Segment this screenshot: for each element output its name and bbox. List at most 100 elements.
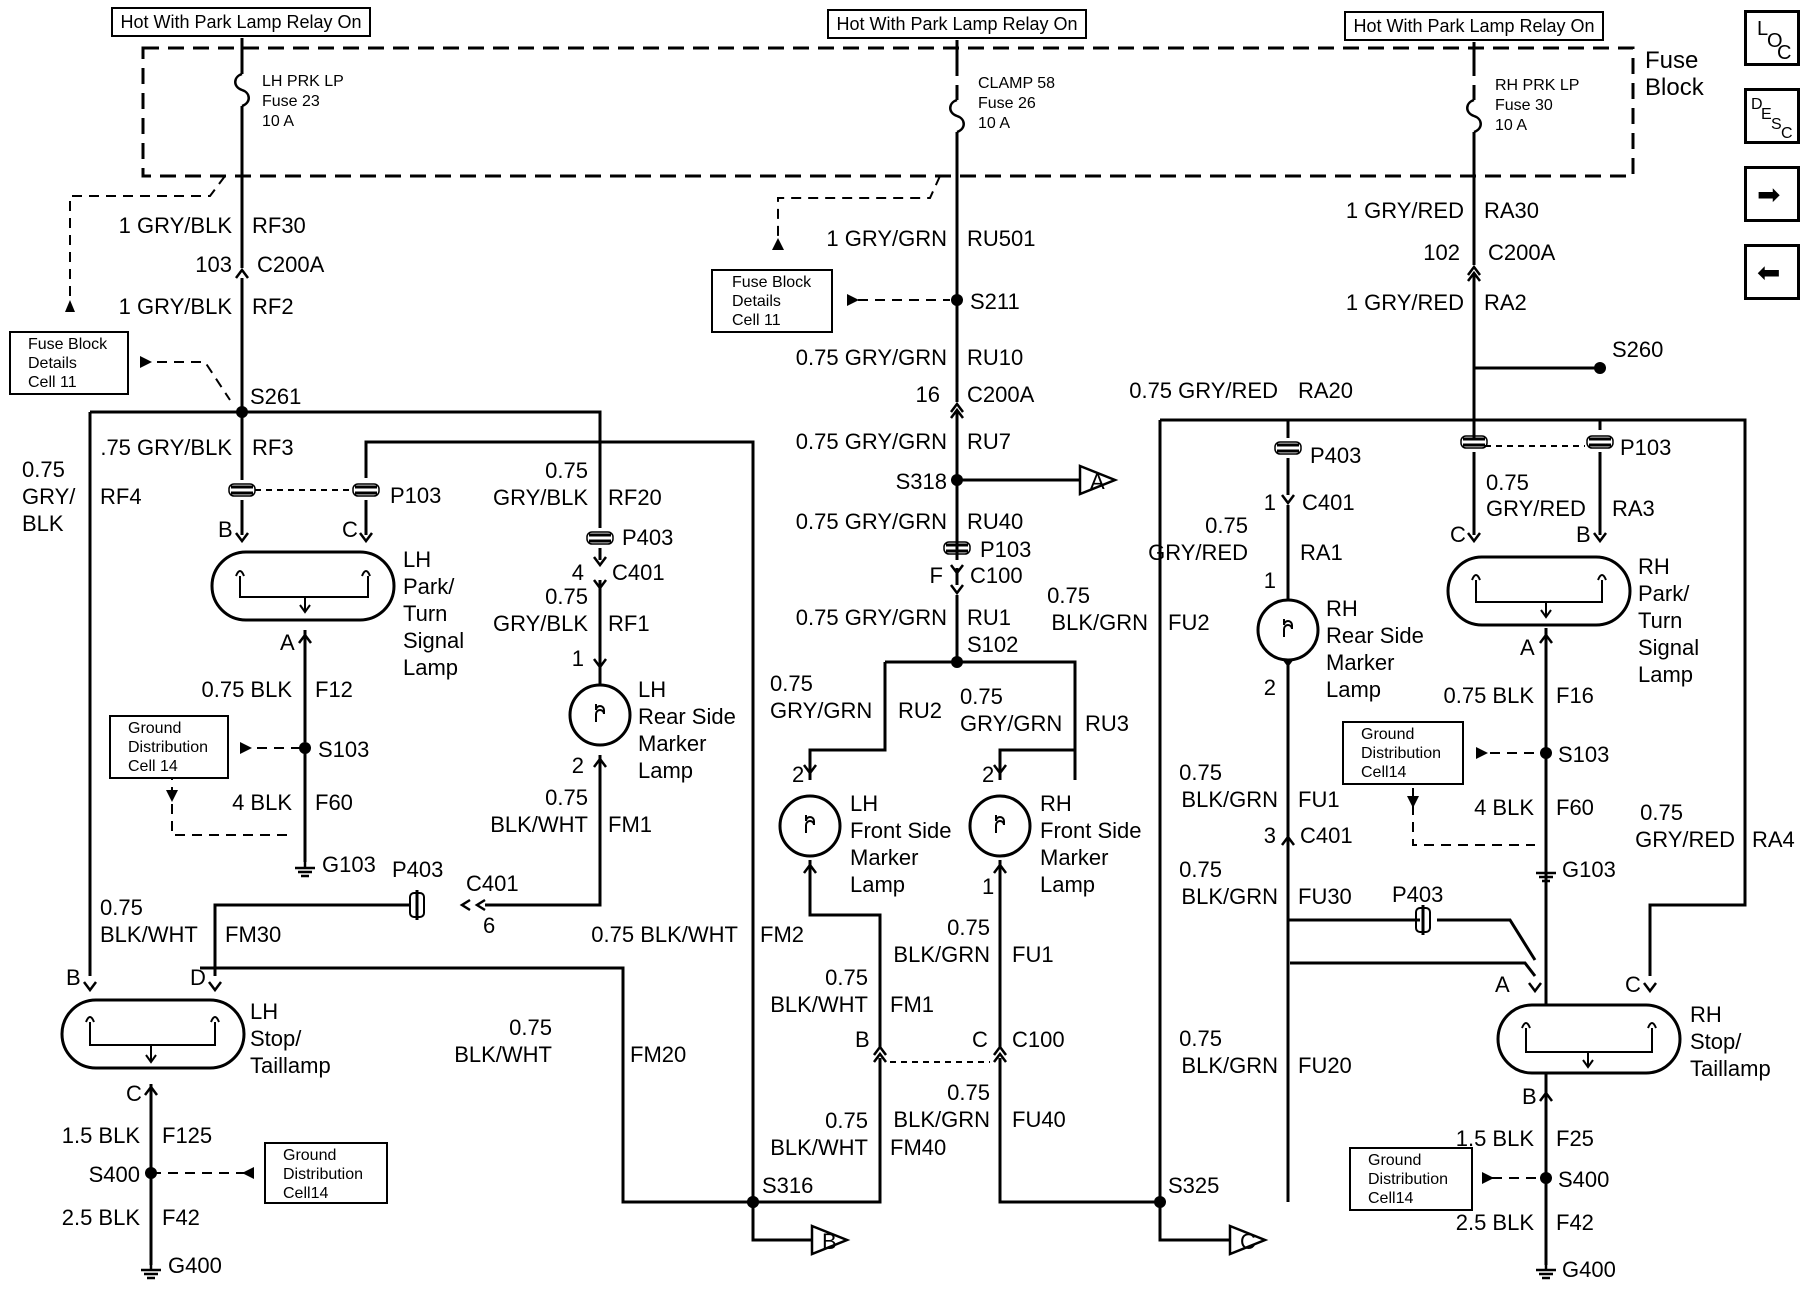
svg-text:10 A: 10 A xyxy=(978,115,1010,132)
svg-text:Lamp: Lamp xyxy=(850,872,905,897)
svg-text:FU20: FU20 xyxy=(1298,1053,1352,1078)
svg-text:Fuse 26: Fuse 26 xyxy=(978,95,1036,112)
center-labels: 1 GRY/GRN RU501 S211 0.75 GRY/GRN RU10 1… xyxy=(762,226,1256,1254)
fuse-block-title: Fuse xyxy=(1645,47,1698,74)
svg-text:GRY/RED: GRY/RED xyxy=(1148,540,1248,565)
svg-text:0.75 BLK: 0.75 BLK xyxy=(1443,683,1534,708)
svg-text:0.75 BLK/WHT: 0.75 BLK/WHT xyxy=(591,922,738,947)
fuse-block-details-ref: Fuse Block Details Cell 11 xyxy=(9,300,152,395)
svg-text:1 GRY/GRN: 1 GRY/GRN xyxy=(826,226,947,251)
svg-text:0.75: 0.75 xyxy=(22,457,65,482)
svg-text:Ground: Ground xyxy=(128,720,181,737)
svg-text:S211: S211 xyxy=(970,289,1020,314)
svg-text:BLK/GRN: BLK/GRN xyxy=(1181,1053,1278,1078)
svg-text:BLK/GRN: BLK/GRN xyxy=(893,942,990,967)
svg-text:Front Side: Front Side xyxy=(1040,818,1142,843)
center-symbols xyxy=(747,294,1269,1256)
svg-text:F16: F16 xyxy=(1556,683,1594,708)
svg-text:RU1: RU1 xyxy=(967,605,1011,630)
svg-text:FM1: FM1 xyxy=(890,992,934,1017)
svg-text:Distribution: Distribution xyxy=(128,739,208,756)
svg-text:C: C xyxy=(1625,972,1641,997)
loc-button[interactable]: L O C xyxy=(1744,10,1800,66)
svg-text:16: 16 xyxy=(916,382,940,407)
svg-text:GRY/GRN: GRY/GRN xyxy=(960,711,1062,736)
svg-text:0.75: 0.75 xyxy=(1179,760,1222,785)
svg-text:RU10: RU10 xyxy=(967,345,1023,370)
svg-text:G103: G103 xyxy=(1562,857,1616,882)
svg-text:0.75: 0.75 xyxy=(545,458,588,483)
svg-text:F42: F42 xyxy=(1556,1210,1594,1235)
left-symbols xyxy=(82,268,759,1280)
rh-park-turn-lamp xyxy=(1446,555,1632,627)
svg-text:4 BLK: 4 BLK xyxy=(1474,795,1534,820)
svg-text:P403: P403 xyxy=(1392,882,1443,907)
svg-text:RA30: RA30 xyxy=(1484,198,1539,223)
svg-text:2.5 BLK: 2.5 BLK xyxy=(1456,1210,1535,1235)
svg-text:P103: P103 xyxy=(1620,435,1671,460)
arrow-right-icon: ➡ xyxy=(1757,179,1781,210)
svg-text:C100: C100 xyxy=(970,563,1023,588)
svg-text:1 GRY/BLK: 1 GRY/BLK xyxy=(119,213,233,238)
svg-text:BLK/WHT: BLK/WHT xyxy=(770,1135,868,1160)
svg-text:P403: P403 xyxy=(1310,443,1361,468)
svg-text:RF30: RF30 xyxy=(252,213,306,238)
svg-text:Lamp: Lamp xyxy=(1040,872,1095,897)
svg-text:Distribution: Distribution xyxy=(283,1166,363,1183)
svg-text:FM2: FM2 xyxy=(760,922,804,947)
svg-text:0.75 BLK: 0.75 BLK xyxy=(201,677,292,702)
desc-letter: E xyxy=(1761,106,1772,123)
svg-text:Cell14: Cell14 xyxy=(283,1185,328,1202)
svg-text:F60: F60 xyxy=(315,790,353,815)
ground-distribution-ref: Ground Distribution Cell14 xyxy=(1349,1147,1494,1211)
svg-text:2.5 BLK: 2.5 BLK xyxy=(62,1205,141,1230)
svg-text:2: 2 xyxy=(982,762,994,787)
svg-text:RF2: RF2 xyxy=(252,294,294,319)
svg-text:LH: LH xyxy=(850,791,878,816)
svg-text:2: 2 xyxy=(792,762,804,787)
svg-text:0.75: 0.75 xyxy=(825,1108,868,1133)
svg-text:0.75: 0.75 xyxy=(1205,513,1248,538)
svg-text:Cell 11: Cell 11 xyxy=(732,312,781,329)
svg-text:B: B xyxy=(822,1229,837,1254)
svg-text:RU40: RU40 xyxy=(967,509,1023,534)
svg-text:Lamp: Lamp xyxy=(403,655,458,680)
svg-text:Turn: Turn xyxy=(1638,608,1682,633)
svg-text:1: 1 xyxy=(572,646,584,671)
svg-text:C200A: C200A xyxy=(967,382,1035,407)
svg-text:FM20: FM20 xyxy=(630,1042,686,1067)
svg-text:BLK/GRN: BLK/GRN xyxy=(893,1107,990,1132)
svg-text:LH PRK LP: LH PRK LP xyxy=(262,73,344,90)
svg-text:C100: C100 xyxy=(1012,1027,1065,1052)
svg-text:Ground: Ground xyxy=(1361,726,1414,743)
svg-text:Details: Details xyxy=(732,293,781,310)
svg-text:0.75: 0.75 xyxy=(1179,857,1222,882)
svg-text:S103: S103 xyxy=(318,737,369,762)
next-button[interactable]: ➡ xyxy=(1744,166,1800,222)
svg-text:FU1: FU1 xyxy=(1012,942,1054,967)
desc-button[interactable]: D E S C xyxy=(1744,88,1800,144)
svg-text:RH: RH xyxy=(1040,791,1072,816)
svg-text:C200A: C200A xyxy=(1488,240,1556,265)
svg-text:GRY/RED: GRY/RED xyxy=(1486,496,1586,521)
svg-text:2: 2 xyxy=(1264,675,1276,700)
desc-letter: D xyxy=(1751,96,1763,113)
svg-text:S260: S260 xyxy=(1612,337,1663,362)
svg-text:Taillamp: Taillamp xyxy=(1690,1056,1771,1081)
svg-text:S102: S102 xyxy=(967,632,1018,657)
ground-distribution-ref: Ground Distribution Cell14 xyxy=(242,1142,388,1204)
svg-text:0.75: 0.75 xyxy=(1640,800,1683,825)
svg-text:RA1: RA1 xyxy=(1300,540,1343,565)
svg-text:Signal: Signal xyxy=(1638,635,1699,660)
svg-text:0.75: 0.75 xyxy=(1047,583,1090,608)
svg-text:G400: G400 xyxy=(168,1253,222,1278)
svg-text:B: B xyxy=(218,517,233,542)
svg-text:0.75 GRY/RED: 0.75 GRY/RED xyxy=(1129,378,1278,403)
svg-text:RU3: RU3 xyxy=(1085,711,1129,736)
svg-text:D: D xyxy=(190,965,206,990)
svg-text:RA20: RA20 xyxy=(1298,378,1353,403)
svg-text:10 A: 10 A xyxy=(262,113,294,130)
svg-text:S318: S318 xyxy=(896,469,947,494)
center-circuit xyxy=(753,175,1230,1242)
prev-button[interactable]: ⬅ xyxy=(1744,244,1800,300)
